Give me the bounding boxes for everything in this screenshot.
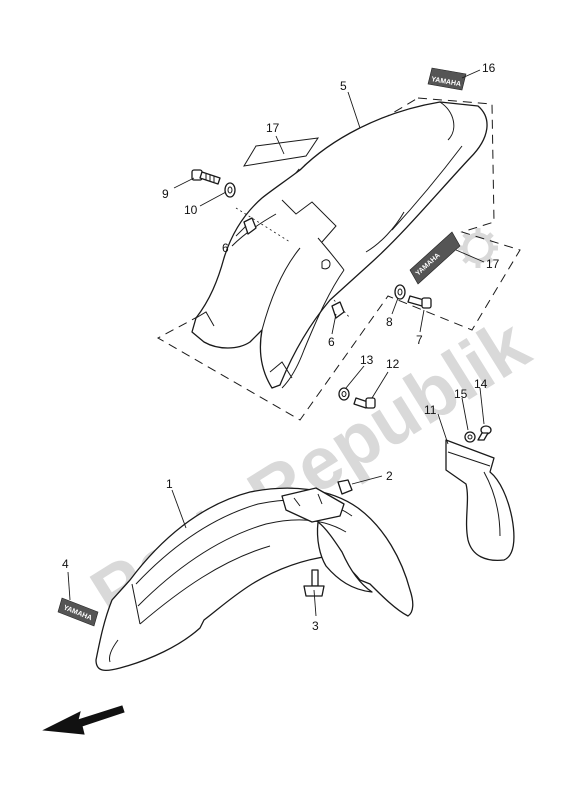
screw-14: [477, 425, 492, 441]
callout-10: 10: [184, 203, 198, 217]
callout-3: 3: [312, 619, 319, 633]
washer-8: [394, 284, 406, 300]
callout-2: 2: [386, 469, 393, 483]
bolt-7: [407, 295, 432, 309]
front-direction-arrow-icon: [42, 705, 125, 735]
front-fender-group: YAMAHA: [57, 479, 414, 672]
callout-16: 16: [482, 61, 496, 75]
front-fender-mount: [281, 487, 345, 523]
callout-9: 9: [162, 187, 169, 201]
callout-13: 13: [360, 353, 374, 367]
decal-17-upper: [243, 137, 320, 167]
callout-8: 8: [386, 315, 393, 329]
mud-flap: [445, 439, 515, 562]
washer-13: [338, 387, 350, 401]
rear-fender-assembly-outline: [156, 97, 521, 421]
decal-4: YAMAHA: [57, 597, 99, 627]
nut-6-lower: [331, 301, 345, 319]
washer-15: [464, 431, 476, 443]
nut-2: [337, 479, 353, 495]
washer-10: [224, 182, 236, 198]
decal-16: YAMAHA: [427, 67, 467, 91]
gear-watermark-icon: [458, 228, 498, 268]
bolt-9: [191, 169, 221, 185]
callout-6-upper: 6: [222, 241, 229, 255]
front-fender: [95, 487, 414, 672]
callout-1: 1: [166, 477, 173, 491]
decal-17-side: YAMAHA: [409, 231, 461, 285]
callout-15: 15: [454, 387, 468, 401]
mud-flap-group: [445, 425, 515, 562]
rear-fender-group: YAMAHA YAMAHA: [156, 67, 521, 421]
callout-12: 12: [386, 357, 400, 371]
callout-17-side: 17: [486, 257, 500, 271]
callout-11: 11: [424, 403, 437, 417]
leader-lines: [67, 69, 485, 617]
callout-labels: 1 2 3 4 5 6 6 7 8 9 10 11 12 13 14 15 16…: [62, 61, 500, 633]
callout-5: 5: [340, 79, 347, 93]
callout-6-lower: 6: [328, 335, 335, 349]
callout-4: 4: [62, 557, 69, 571]
callout-14: 14: [474, 377, 488, 391]
bolt-12: [353, 397, 376, 409]
callout-7: 7: [416, 333, 423, 347]
callout-17-upper: 17: [266, 121, 280, 135]
nut-6-upper: [243, 217, 257, 235]
